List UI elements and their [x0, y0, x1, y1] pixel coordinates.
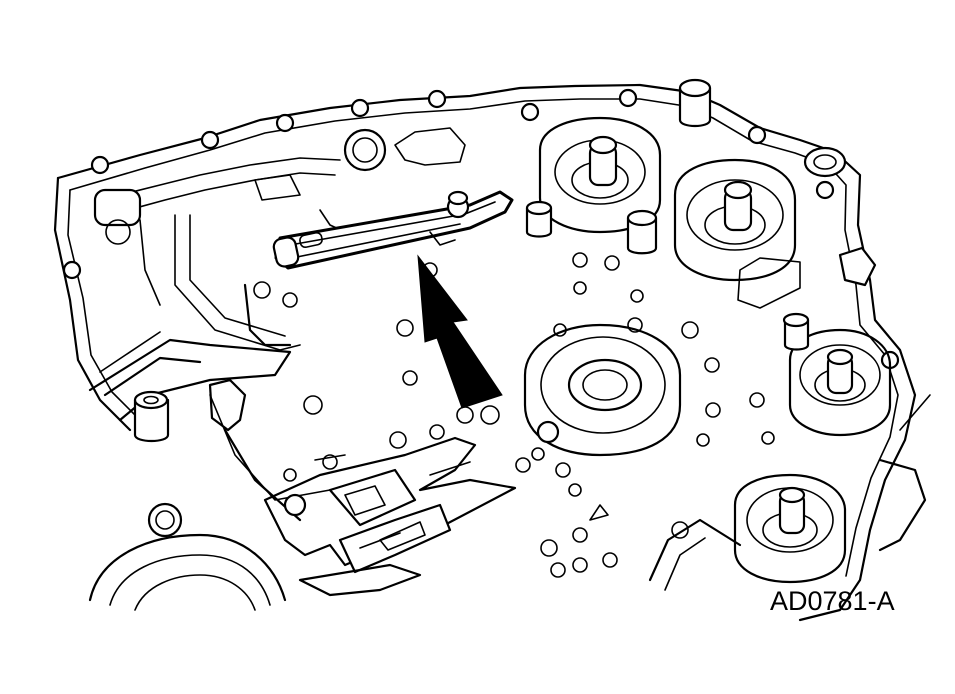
dowel-posts: [133, 78, 877, 443]
case-outline: [53, 83, 917, 622]
indicator-arrow: [417, 254, 503, 409]
lower-housing: [88, 502, 287, 611]
lower-right-edge: [648, 458, 927, 591]
figure-id-label: AD0781-A: [770, 586, 895, 616]
separator-plate: [208, 283, 331, 522]
plate-holes: [253, 252, 775, 578]
retaining-bracket: [272, 190, 514, 270]
fluid-channels: [88, 127, 931, 431]
lower-valve-cluster: [263, 436, 517, 597]
valve-bores: [523, 116, 892, 584]
